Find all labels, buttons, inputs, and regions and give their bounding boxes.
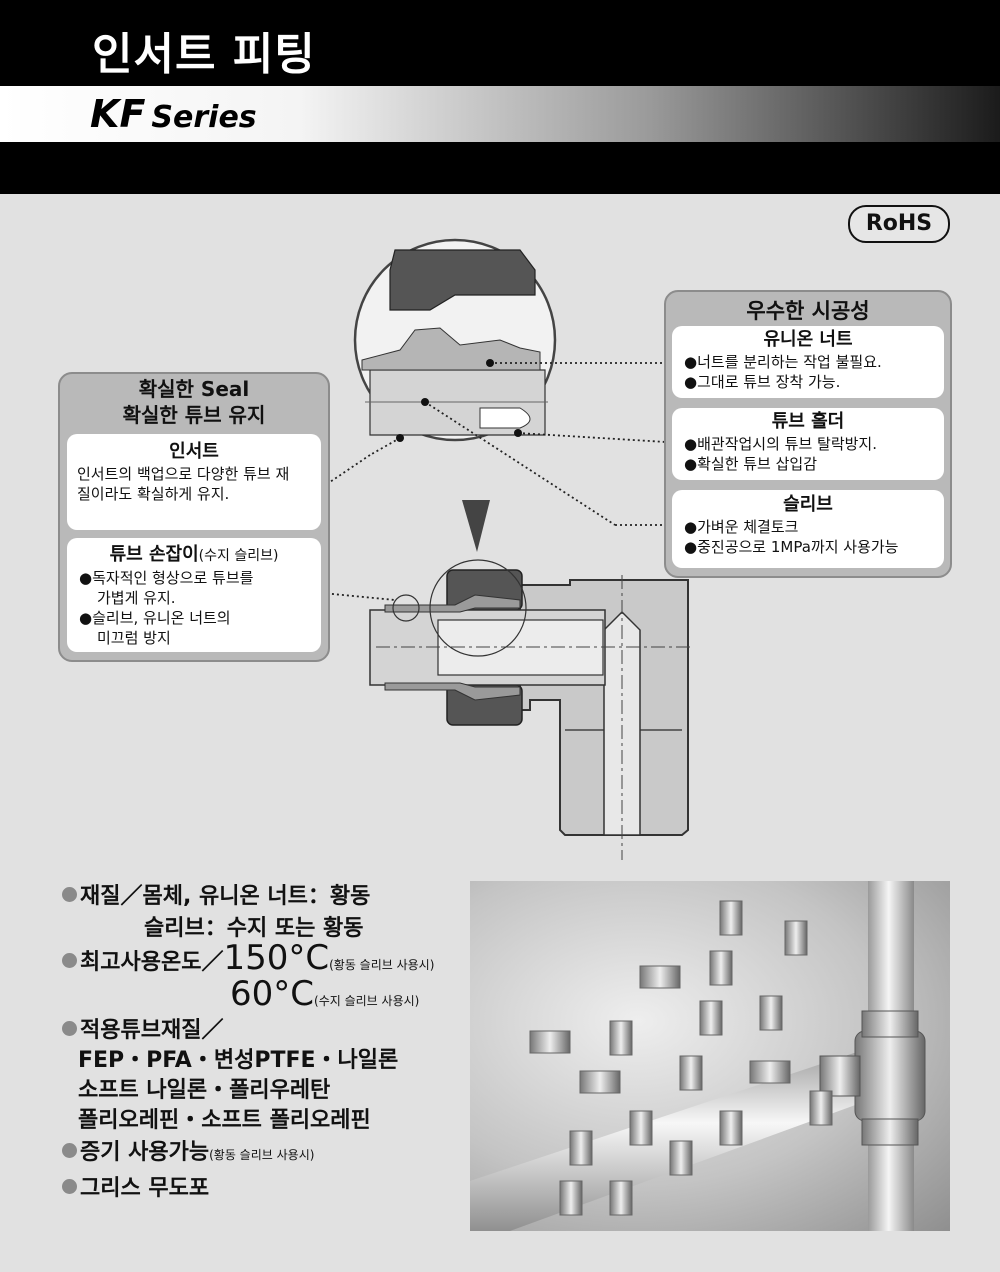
sleeve-card: 슬리브 ●가벼운 체결토크 ●중진공으로 1MPa까지 사용가능 [672,490,944,568]
insert-card-title: 인서트 [169,441,219,462]
rohs-badge: RoHS [848,205,950,243]
elbow-bore [603,610,641,836]
spec-tube-line2: 소프트 나일론・폴리우레탄 [78,1078,331,1103]
tube-holder-card: 튜브 홀더 ●배관작업시의 튜브 탈락방지. ●확실한 튜브 삽입감 [672,408,944,480]
right-callout-title: 우수한 시공성 [746,299,870,323]
spec-tube-line1: FEP・PFA・변성PTFE・나일론 [78,1048,399,1073]
detail-marker-large [429,559,527,657]
bullet-dot [62,1179,77,1194]
bullet-dot [62,1021,77,1036]
sleeve-bullet2: ●중진공으로 1MPa까지 사용가능 [684,538,899,556]
tube-grip-bullet2-line2: 미끄럼 방지 [97,629,171,647]
sleeve-bottom [384,682,521,701]
tube-grip-card-title: 튜브 손잡이(수지 슬리브) [109,544,279,565]
product-photo [470,881,950,1231]
header-black-bar-lower [0,142,1000,194]
spec-grease: 그리스 무도포 [62,1170,209,1202]
insert-card-line2: 질이라도 확실하게 유지. [77,485,230,503]
header-black-bar [0,0,1000,86]
union-nut-bullet2: ●그대로 튜브 장착 가능. [684,373,841,391]
tube-holder-bullet1: ●배관작업시의 튜브 탈락방지. [684,435,877,453]
tube-grip-bullet2-line1: ●슬리브, 유니온 너트의 [79,609,231,627]
spec-temp-line1: 최고사용온도／150°C(황동 슬리브 사용시) [62,938,434,978]
product-photo-illustration [470,881,926,1231]
sleeve-bullet1: ●가벼운 체결토크 [684,518,799,536]
series-kf: KF [90,92,146,136]
spec-temp-line2: 60°C(수지 슬리브 사용시) [230,974,420,1014]
bullet-dot [62,887,77,902]
insert-card-line1: 인서트의 백업으로 다양한 튜브 재 [77,465,290,483]
spec-tube-line3: 폴리오레핀・소프트 폴리오레핀 [78,1108,371,1133]
left-callout: 확실한 Seal 확실한 튜브 유지 인서트 인서트의 백업으로 다양한 튜브 … [58,372,330,662]
union-nut-bullet1: ●너트를 분리하는 작업 불필요. [684,353,882,371]
union-nut-card: 유니온 너트 ●너트를 분리하는 작업 불필요. ●그대로 튜브 장착 가능. [672,326,944,398]
tube-grip-bullet1-line2: 가볍게 유지. [97,589,176,607]
tube-holder-bullet2: ●확실한 튜브 삽입감 [684,455,818,473]
page-title: 인서트 피팅 [92,29,316,80]
spec-tube-label: 적용튜브재질／ [62,1012,223,1044]
union-nut-card-title: 유니온 너트 [763,329,853,350]
bullet-dot [62,953,77,968]
bullet-dot [62,1143,77,1158]
tube-grip-bullet1-line1: ●독자적인 형상으로 튜브를 [79,569,254,587]
left-callout-title-line2: 확실한 튜브 유지 [122,403,266,427]
spec-material-line2: 슬리브：수지 또는 황동 [144,916,364,941]
left-callout-title-line1: 확실한 Seal [138,377,250,401]
detail-marker-small [392,594,420,622]
tube-grip-card: 튜브 손잡이(수지 슬리브) ●독자적인 형상으로 튜브를 가볍게 유지. ●슬… [67,538,321,652]
magnified-detail [353,238,557,442]
fitting-cross-section-drawing [321,238,690,860]
tube-holder-card-title: 튜브 홀더 [771,411,845,432]
header-gradient-band [0,86,1000,142]
spec-steam: 증기 사용가능(황동 슬리브 사용시) [62,1134,314,1166]
sleeve-card-title: 슬리브 [783,494,833,515]
right-callout: 우수한 시공성 유니온 너트 ●너트를 분리하는 작업 불필요. ●그대로 튜브… [664,290,952,578]
series-word: Series [151,100,257,135]
insert-card: 인서트 인서트의 백업으로 다양한 튜브 재 질이라도 확실하게 유지. [67,434,321,530]
spec-material-line1: 재질／몸체, 유니온 너트：황동 [62,878,370,910]
